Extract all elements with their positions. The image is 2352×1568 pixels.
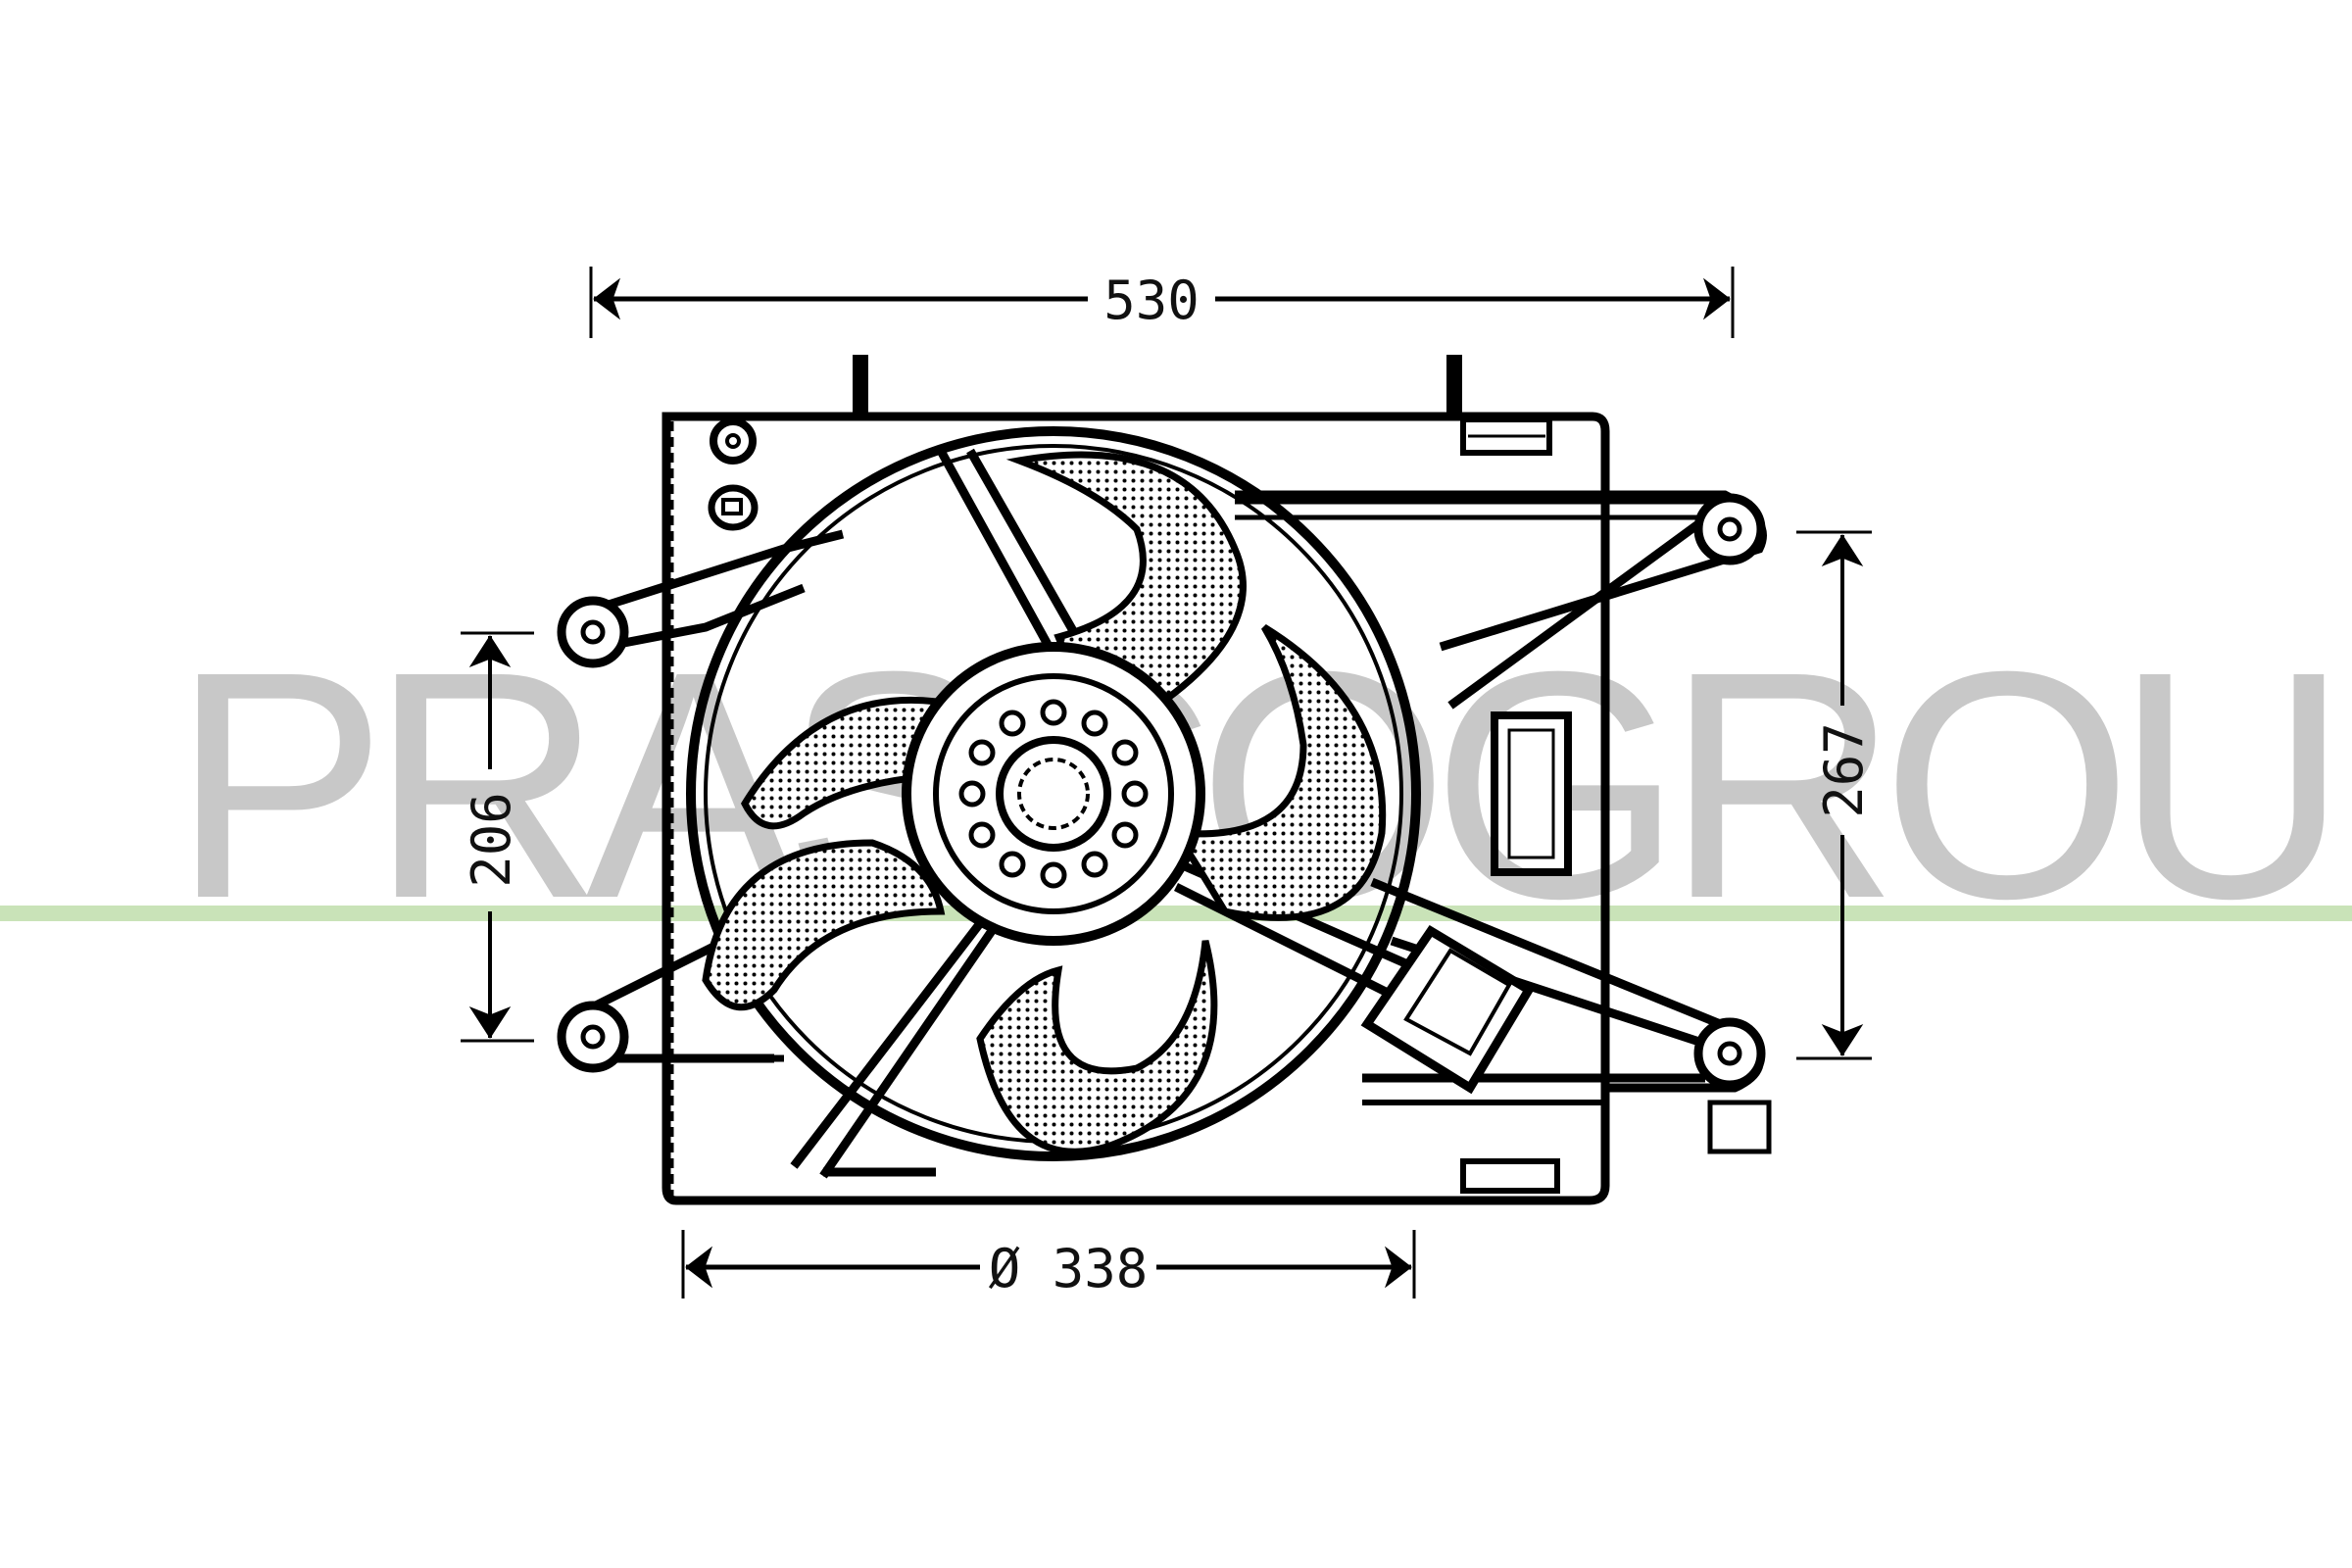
dimension-overall-width — [589, 267, 1735, 338]
dimension-label-206: 206 — [461, 792, 522, 888]
dimension-left-mount-spacing — [461, 631, 534, 1043]
fan-blade — [1169, 624, 1387, 921]
motor-hub — [902, 642, 1205, 946]
dimension-label-530: 530 — [1103, 270, 1200, 331]
dimension-right-mount-spacing — [1796, 530, 1872, 1060]
fan-blade — [702, 839, 946, 1011]
fan-blade — [976, 940, 1218, 1155]
fan-blades — [702, 451, 1387, 1155]
dimension-label-338: Ø 338 — [989, 1238, 1149, 1299]
dimension-fan-diameter — [681, 1230, 1416, 1298]
dimension-label-267: 267 — [1813, 722, 1875, 818]
fan-shroud — [662, 355, 1715, 1205]
resistor-module — [1360, 924, 1536, 1095]
green-guide-line — [0, 906, 2352, 921]
